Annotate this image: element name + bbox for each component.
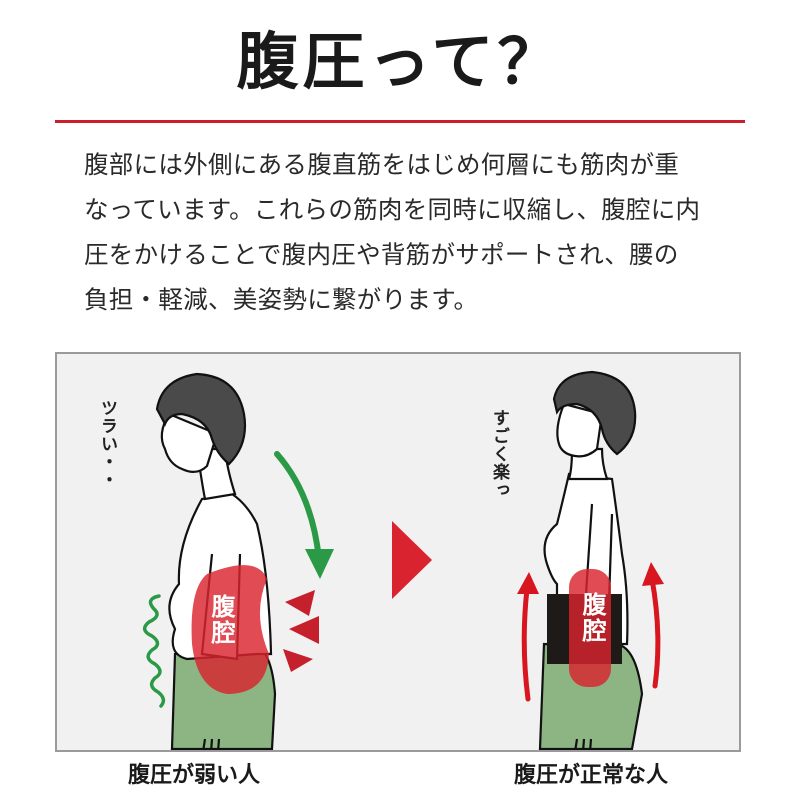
- weak-posture-figure: [155, 372, 277, 750]
- green-curved-down-arrow-icon: [274, 451, 334, 579]
- green-wavy-line-icon: [142, 594, 166, 708]
- abdominal-cavity-weak: [191, 565, 269, 694]
- caption-normal: 腹圧が正常な人: [514, 763, 669, 788]
- cavity-label-weak: 腹腔: [207, 594, 235, 646]
- page-title: 腹圧って？: [236, 25, 564, 98]
- normal-posture-figure: [538, 370, 644, 750]
- cavity-label-normal: 腹腔: [578, 592, 606, 644]
- caption-weak: 腹圧が弱い人: [128, 763, 261, 788]
- title-divider: [55, 120, 745, 123]
- abdominal-cavity-normal: [569, 569, 611, 687]
- description-line: 負担・軽減、美姿勢に繋がります。: [84, 285, 479, 314]
- speech-normal: すごく楽っ: [489, 409, 509, 499]
- description-text: 腹部には外側にある腹直筋をはじめ何層にも筋肉が重 なっています。これらの筋肉を同…: [84, 142, 744, 322]
- illustration-drawing: [142, 370, 664, 750]
- red-up-arrow-icon: [521, 576, 661, 702]
- red-pressure-triangles-icon: [283, 590, 319, 672]
- description-line: 圧をかけることで腹内圧や背筋がサポートされ、腰の: [84, 240, 679, 269]
- description-line: なっています。これらの筋肉を同時に収縮し、腹腔に内: [84, 195, 701, 224]
- red-right-triangle-icon: [392, 521, 432, 599]
- description-line: 腹部には外側にある腹直筋をはじめ何層にも筋肉が重: [84, 150, 680, 179]
- comparison-illustration: ツラい・・ すごく楽っ 腹腔 腹腔: [55, 352, 741, 752]
- speech-weak: ツラい・・: [97, 399, 117, 489]
